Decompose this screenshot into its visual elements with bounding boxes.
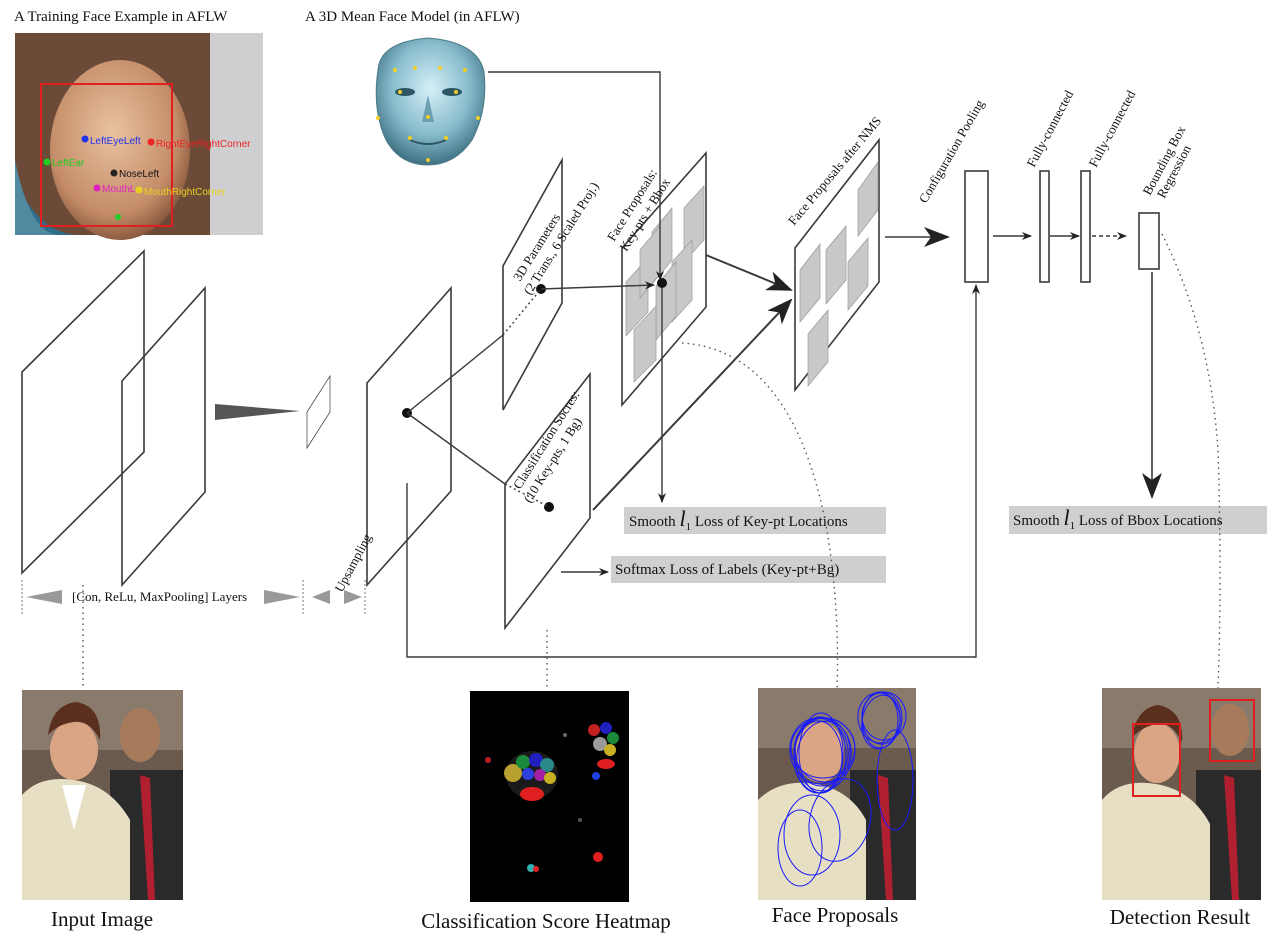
conv-plane-3 [306, 374, 331, 450]
upsampling-label: Upsampling [331, 531, 374, 595]
training-face-title: A Training Face Example in AFLW [14, 9, 228, 25]
face-proposals-plane [621, 150, 707, 408]
caption-proposals: Face Proposals [772, 903, 899, 927]
label-mouth-left: MouthL [102, 184, 136, 195]
landmark-left-eye-dot [81, 135, 89, 143]
conv-layers-range: [Con, ReLu, MaxPooling] Layers [21, 580, 366, 614]
caption-detection: Detection Result [1110, 905, 1251, 929]
detection-box-1 [1132, 723, 1181, 797]
face-bbox [40, 83, 173, 227]
caption-input: Input Image [51, 907, 153, 931]
nms-boxes [799, 160, 879, 387]
landmark-nose-dot [110, 169, 118, 177]
detection-box-2 [1209, 699, 1255, 762]
fc2-label: Fully-connected [1085, 87, 1138, 169]
input-image [22, 690, 183, 900]
conv-plane-2 [121, 285, 206, 588]
fc1-box [1039, 170, 1050, 283]
landmark-mouth-left-dot [93, 184, 101, 192]
training-face-image: LeftEyeLeft RightEyeRightCorner LeftEar … [15, 33, 263, 240]
landmark-left-ear-dot [43, 158, 51, 166]
cls-scores-plane [504, 371, 591, 631]
landmark-right-eye-dot [147, 138, 155, 146]
detection-image [1102, 688, 1261, 900]
cls-node [544, 502, 554, 512]
softmax-loss: Softmax Loss of Labels (Key-pt+Bg) [611, 556, 886, 583]
heatmap-image [470, 691, 629, 902]
fc1-label: Fully-connected [1023, 87, 1076, 169]
conv-planes [21, 137, 880, 631]
conv-plane-1 [21, 249, 145, 575]
bbox-loss: Smooth l1 Loss of Bbox Locations [1009, 505, 1267, 534]
nms-plane [794, 137, 880, 393]
proposals-image [758, 688, 916, 900]
landmark-mouth-right-dot [135, 186, 143, 194]
svg-text:Smooth l1 Loss of Bbox Locatio: Smooth l1 Loss of Bbox Locations [1013, 505, 1223, 532]
params-3d-plane [502, 156, 563, 411]
label-mouth-right: MouthRightCorner [144, 187, 226, 198]
fc2-box [1080, 170, 1091, 283]
pooling-wedge [215, 404, 300, 420]
config-pooling-box [964, 170, 989, 283]
upsampled-plane [366, 285, 452, 588]
svg-text:Classification Socres:(10 Key-: Classification Socres:(10 Key-pts, 1 Bg) [507, 388, 596, 505]
keypoint-loss: Smooth l1 Loss of Key-pt Locations [624, 506, 886, 534]
label-right-eye: RightEyeRightCorner [156, 139, 251, 150]
mean-face-model [375, 37, 486, 166]
proposal-boxes [625, 185, 705, 383]
label-left-ear: LeftEar [52, 158, 85, 169]
svg-text:Bounding BoxRegression: Bounding BoxRegression [1139, 123, 1201, 204]
mean-face-title: A 3D Mean Face Model (in AFLW) [305, 9, 520, 25]
label-nose: NoseLeft [119, 169, 159, 180]
svg-text:Smooth l1 Loss of Key-pt Locat: Smooth l1 Loss of Key-pt Locations [629, 506, 848, 533]
proposal-node [657, 278, 667, 288]
label-left-eye: LeftEyeLeft [90, 136, 141, 147]
bbox-regression-box [1138, 212, 1160, 270]
conv-layers-label: [Con, ReLu, MaxPooling] Layers [72, 589, 247, 604]
caption-heatmap: Classification Score Heatmap [421, 909, 671, 933]
svg-text:Softmax Loss of Labels (Key-pt: Softmax Loss of Labels (Key-pt+Bg) [615, 562, 839, 578]
